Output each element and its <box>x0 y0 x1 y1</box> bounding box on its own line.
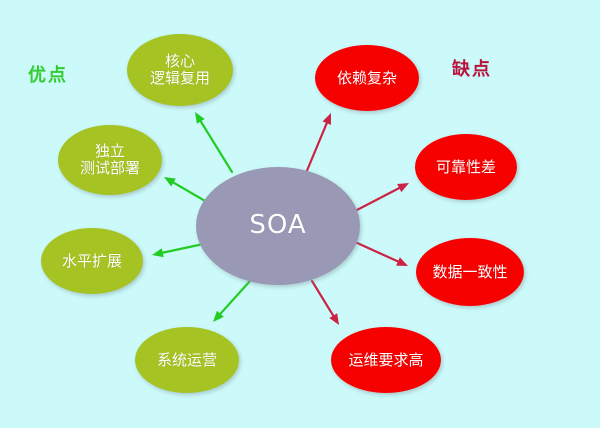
arrow-to-system-operations-head <box>213 310 224 322</box>
arrow-to-data-consistency-shaft <box>353 240 401 264</box>
arrow-to-complex-dependencies-head <box>322 113 332 125</box>
arrow-to-high-ops-requirements <box>310 279 339 325</box>
arrow-to-independent-test-deploy-head <box>164 177 176 187</box>
node-ellipse-high-ops-requirements[interactable] <box>331 327 441 393</box>
arrow-to-complex-dependencies <box>304 113 332 175</box>
arrow-to-high-ops-requirements-shaft <box>310 279 336 319</box>
arrow-to-core-logic-reuse-shaft <box>198 118 234 174</box>
pros-label: 优点 <box>28 65 68 86</box>
arrow-to-system-operations <box>213 279 252 322</box>
arrow-to-high-ops-requirements-head <box>329 313 339 325</box>
node-ellipse-complex-dependencies[interactable] <box>315 45 419 111</box>
node-ellipse-data-consistency[interactable] <box>416 238 524 306</box>
arrow-to-core-logic-reuse-head <box>195 112 205 124</box>
center-node-ellipse[interactable] <box>196 167 360 285</box>
node-ellipse-core-logic-reuse[interactable] <box>127 34 233 106</box>
arrow-to-poor-reliability-head <box>397 183 409 193</box>
arrow-to-horizontal-scaling-head <box>152 248 164 258</box>
node-ellipse-poor-reliability[interactable] <box>415 134 517 200</box>
node-ellipse-independent-test-deploy[interactable] <box>58 125 162 195</box>
node-ellipse-horizontal-scaling[interactable] <box>41 228 143 294</box>
arrow-to-data-consistency-head <box>396 257 408 266</box>
node-ellipse-system-operations[interactable] <box>135 327 239 393</box>
cons-label: 缺点 <box>452 59 492 80</box>
arrow-to-data-consistency <box>353 240 408 266</box>
arrow-to-poor-reliability <box>353 183 409 213</box>
arrow-to-poor-reliability-shaft <box>353 186 403 213</box>
arrow-to-core-logic-reuse <box>195 112 234 174</box>
arrow-to-complex-dependencies-shaft <box>304 120 329 175</box>
arrow-to-system-operations-shaft <box>217 279 252 317</box>
